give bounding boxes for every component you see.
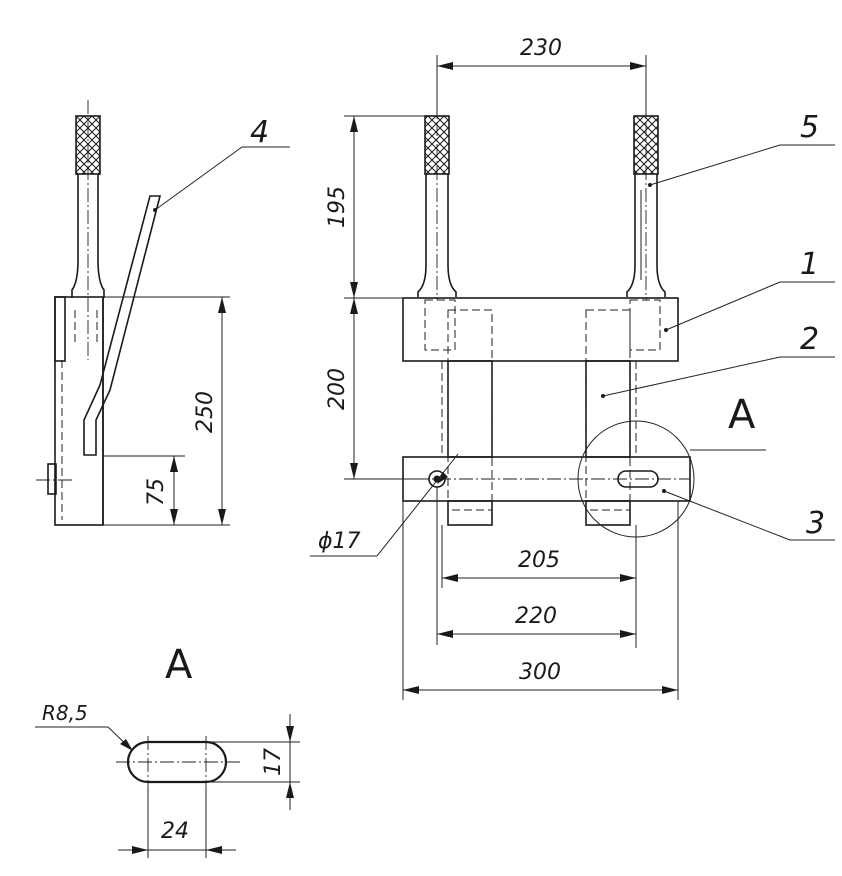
dim-text-230: 230 <box>520 36 562 61</box>
column-right-foot <box>585 500 631 526</box>
front-handle-right-shaft <box>626 174 666 297</box>
dim-text-195: 195 <box>325 186 350 228</box>
dim-text-17: 17 <box>261 748 286 776</box>
callout-1: 1 <box>800 247 819 282</box>
side-lever <box>83 195 162 456</box>
dim-text-250: 250 <box>193 391 218 433</box>
side-view: 250 75 4 <box>36 100 290 526</box>
front-view: A 230 195 200 205 220 <box>310 36 835 700</box>
detail-title-a: A <box>165 642 193 688</box>
callout-4: 4 <box>250 115 269 150</box>
column-left-foot <box>447 500 493 526</box>
dim-text-300: 300 <box>519 660 561 685</box>
slot <box>617 470 659 488</box>
column-left <box>447 360 493 458</box>
dim-text-radius: R8,5 <box>42 701 88 725</box>
detail-a-view: A R8,5 17 24 <box>35 642 300 858</box>
side-bottom-tab <box>47 463 57 495</box>
callout-2: 2 <box>800 322 819 357</box>
dim-text-220: 220 <box>515 604 557 629</box>
dim-text-75: 75 <box>144 478 169 506</box>
front-handle-left-shaft <box>417 174 457 297</box>
side-body-flange <box>54 296 66 362</box>
side-handle-shaft <box>71 174 105 298</box>
callout-3: 3 <box>806 506 825 541</box>
dim-text-24: 24 <box>161 819 189 844</box>
callout-5: 5 <box>800 110 819 145</box>
column-right <box>585 360 631 458</box>
top-plate <box>402 297 679 362</box>
dim-text-205: 205 <box>518 548 560 573</box>
dim-text-hole: ϕ17 <box>318 529 361 554</box>
detail-marker-a: A <box>728 392 756 438</box>
dim-text-200: 200 <box>325 368 350 410</box>
